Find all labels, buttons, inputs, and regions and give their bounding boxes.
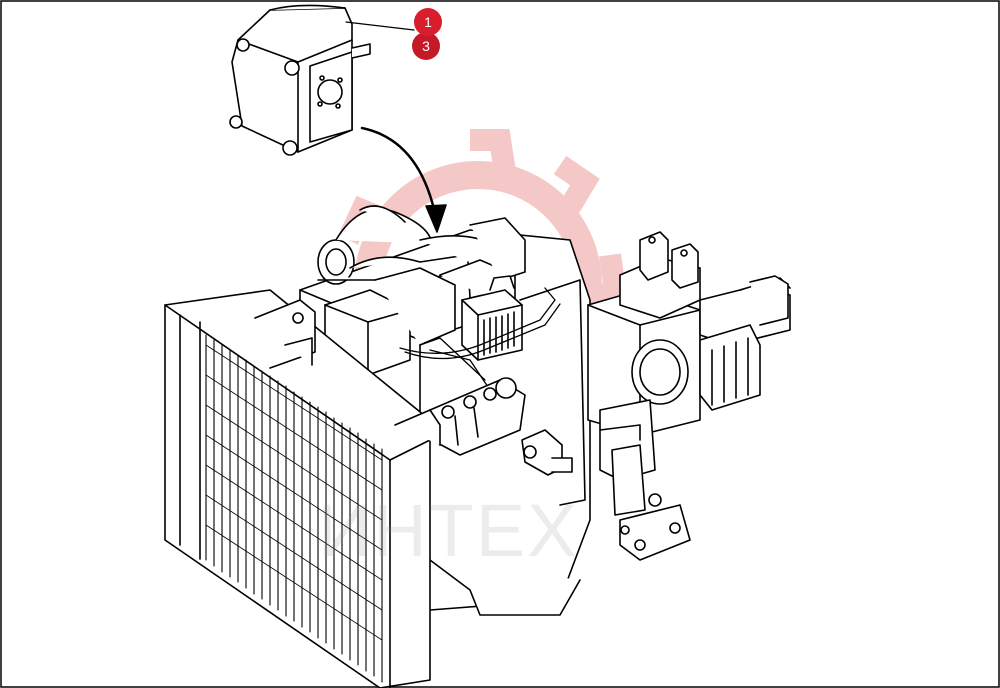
hydraulic-cylinder — [699, 275, 791, 411]
fuel-lines — [399, 287, 561, 391]
pipe-fitting — [521, 429, 573, 476]
assembly-arrow — [360, 126, 447, 233]
mounting-bracket — [599, 399, 691, 561]
valve-cover — [324, 217, 526, 376]
radiator — [164, 289, 431, 688]
callout-leader-line — [345, 21, 415, 31]
callout-marker-3[interactable]: 3 — [412, 32, 440, 60]
transmission-housing — [587, 289, 701, 436]
injection-pump — [429, 377, 526, 456]
control-valve — [619, 231, 701, 319]
hydraulic-pump-part[interactable] — [229, 4, 371, 156]
callout-marker-1[interactable]: 1 — [414, 8, 442, 36]
fuel-filter — [461, 275, 523, 361]
radiator-fins — [205, 334, 383, 683]
radiator-bracket — [254, 299, 441, 446]
